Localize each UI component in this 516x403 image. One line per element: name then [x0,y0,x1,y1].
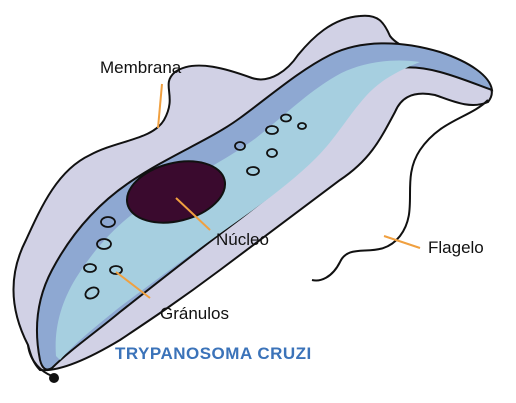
label-nucleo: Núcleo [216,230,269,250]
leader-line-membrana [158,84,162,128]
label-membrana: Membrana [100,58,181,78]
diagram-title: TRYPANOSOMA CRUZI [115,344,312,364]
label-granulos: Gránulos [160,304,229,324]
kinetoplast [49,373,59,383]
label-flagelo: Flagelo [428,238,484,258]
